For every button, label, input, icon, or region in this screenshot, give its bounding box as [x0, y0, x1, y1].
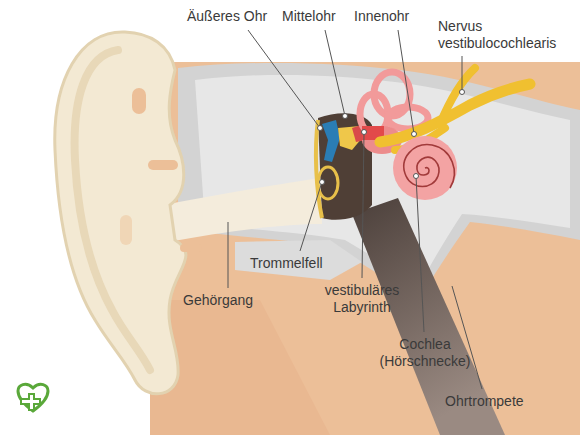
part-label: vestibuläres Labyrinth — [312, 282, 412, 316]
part-label: Innenohr — [354, 8, 409, 25]
part-label: Ohrtrompete — [445, 393, 524, 410]
part-label: Nervus vestibulocochlearis — [438, 18, 574, 52]
logo-icon — [18, 384, 48, 411]
part-label: Cochlea (Hörschnecke) — [377, 336, 473, 370]
part-label: Äußeres Ohr — [187, 8, 267, 25]
part-label: Mittelohr — [282, 8, 336, 25]
part-label: Trommelfell — [250, 255, 323, 272]
part-label: Gehörgang — [183, 292, 253, 309]
